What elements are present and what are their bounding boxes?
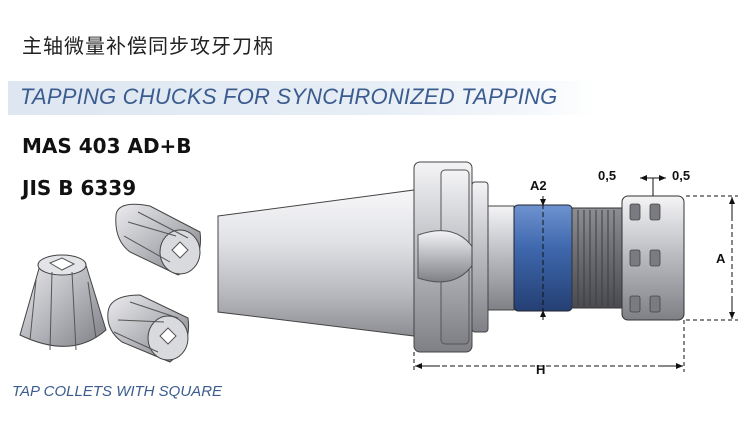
dimension-h-label: H (536, 362, 545, 377)
dimension-lines (413, 175, 738, 372)
float-left-label: 0,5 (598, 168, 616, 183)
standard-mas: MAS 403 AD+B (22, 134, 192, 158)
page-title-chinese: 主轴微量补偿同步攻牙刀柄 (22, 34, 274, 58)
tool-holder (217, 161, 685, 353)
float-right-label: 0,5 (672, 168, 690, 183)
standard-jis: JIS B 6339 (22, 176, 137, 200)
dimension-a-label: A (716, 251, 726, 266)
banner-title: TAPPING CHUCKS FOR SYNCHRONIZED TAPPING (20, 84, 558, 109)
collet-lower (107, 294, 190, 363)
title-banner (8, 81, 593, 115)
collet-caption: TAP COLLETS WITH SQUARE (12, 383, 223, 400)
collet-upper (115, 203, 202, 276)
collet-large (19, 254, 107, 351)
dimension-a2-label: A2 (530, 178, 547, 193)
